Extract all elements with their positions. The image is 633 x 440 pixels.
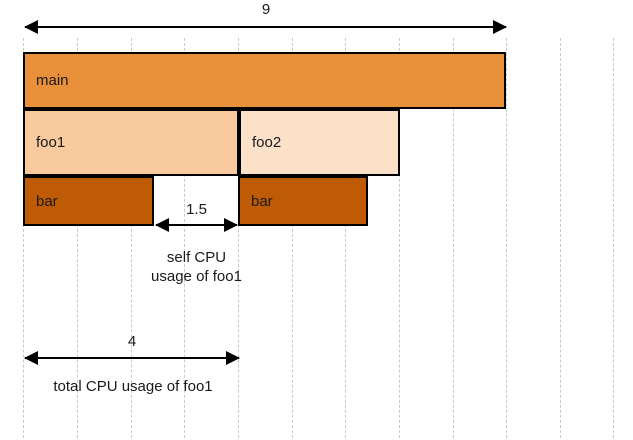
frame-label: main [36, 72, 69, 89]
frame-main-d0[interactable]: main [23, 52, 506, 109]
arrowhead-left-icon [24, 20, 38, 34]
arrowhead-right-icon [493, 20, 507, 34]
total-cpu-caption: total CPU usage of foo1 [53, 378, 213, 395]
measure-arrow-total-width [24, 20, 507, 34]
self-cpu-caption: self CPU usage of foo1 [151, 249, 242, 286]
measure-arrow-self-cpu-foo1 [155, 218, 238, 232]
frame-bar-d2[interactable]: bar [23, 176, 154, 226]
measure-value-total-width: 9 [261, 1, 271, 18]
measure-arrow-total-cpu-foo1 [24, 351, 240, 365]
gridline-11 [613, 38, 614, 438]
frame-foo2-d1[interactable]: foo2 [239, 109, 400, 176]
frame-label: foo1 [36, 134, 66, 151]
gridline-10 [560, 38, 561, 438]
gridline-8 [453, 38, 454, 438]
gridline-2 [131, 38, 132, 438]
measure-value-self-cpu-foo1: 1.5 [186, 201, 207, 218]
frame-label: bar [36, 192, 58, 210]
measure-value-total-cpu-foo1: 4 [127, 333, 137, 350]
gridline-0 [23, 38, 24, 438]
gridline-5 [292, 38, 293, 438]
arrowhead-right-icon [224, 218, 238, 232]
arrowhead-left-icon [24, 351, 38, 365]
arrowhead-right-icon [226, 351, 240, 365]
gridline-3 [184, 38, 185, 438]
gridline-6 [345, 38, 346, 438]
gridline-1 [77, 38, 78, 438]
frame-bar-d2[interactable]: bar [238, 176, 368, 226]
arrow-shaft [25, 357, 239, 359]
gridline-9 [506, 38, 507, 438]
frame-foo1-d1[interactable]: foo1 [23, 109, 239, 176]
arrowhead-left-icon [155, 218, 169, 232]
gridline-4 [238, 38, 239, 438]
arrow-shaft [25, 26, 506, 28]
frame-label: bar [251, 192, 273, 210]
gridline-7 [399, 38, 400, 438]
arrow-shaft [156, 224, 237, 226]
frame-label: foo2 [252, 134, 282, 151]
